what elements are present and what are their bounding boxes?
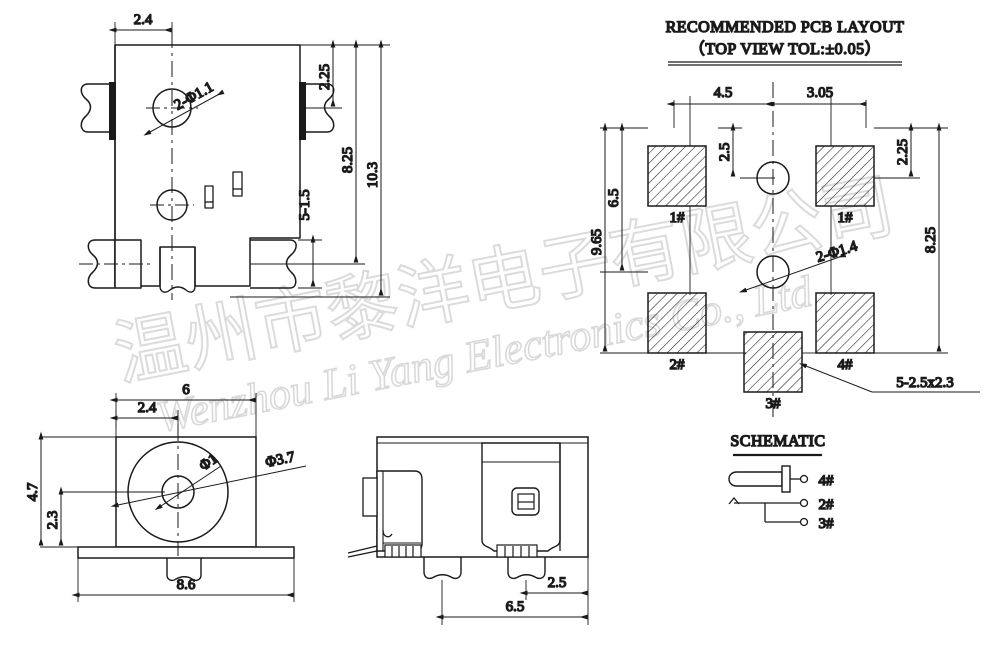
dim-pad-size: 5-2.5x2.3 <box>799 363 980 393</box>
dim-label-s-6-5: 6.5 <box>506 599 525 615</box>
schematic-title: SCHEMATIC <box>730 433 825 450</box>
dim-f-phi3-7: Φ3.7 <box>110 448 307 508</box>
dim-3-05: 3.05 <box>766 84 867 146</box>
dim-label-pad-size: 5-2.5x2.3 <box>896 375 954 391</box>
pad-1-left <box>647 145 707 207</box>
side-view: 6.5 2.5 <box>347 436 589 625</box>
dim-label-s-2-5: 2.5 <box>548 575 567 591</box>
pad-label-4: 4# <box>838 357 854 373</box>
dim-label-5-1-5: 5-1.5 <box>297 189 313 220</box>
pcb-title-line2: （TOP VIEW TOL:±0.05） <box>689 40 881 58</box>
pad-4 <box>815 292 875 354</box>
dim-label-p-8-25: 8.25 <box>923 227 939 253</box>
dim-label-2-5: 2.5 <box>717 143 733 162</box>
dim-label-p-2-25: 2.25 <box>895 139 911 165</box>
dim-label-p-6-5: 6.5 <box>606 189 622 208</box>
dim-2-5: 2.5 <box>716 122 775 179</box>
dim-label-3-05: 3.05 <box>807 85 833 101</box>
pad-label-1-right: 1# <box>838 210 854 226</box>
dim-s-2-5: 2.5 <box>519 574 588 600</box>
dim-label-2-4: 2.4 <box>134 12 153 28</box>
dim-4-5: 4.5 <box>666 84 773 146</box>
schematic-terminal-3: 3# <box>819 516 835 532</box>
pad-label-1-left: 1# <box>670 210 686 226</box>
pad-label-2: 2# <box>670 357 686 373</box>
dim-5-1-5: 5-1.5 <box>296 189 322 289</box>
dim-s-6-5: 6.5 <box>435 557 589 625</box>
dim-f-2-4: 2.4 <box>109 399 179 428</box>
schematic-terminal-2: 2# <box>819 497 835 513</box>
dim-label-f-phi3-7: Φ3.7 <box>264 449 297 471</box>
dim-f-4-7: 4.7 <box>24 431 116 548</box>
schematic-terminal-4: 4# <box>819 473 835 489</box>
dim-p-2-25: 2.25 <box>874 122 920 179</box>
pcb-pads <box>647 145 875 393</box>
dim-label-8-25: 8.25 <box>340 147 356 173</box>
dim-label-f-2-3: 2.3 <box>45 511 61 530</box>
dim-label-4-5: 4.5 <box>714 85 733 101</box>
schematic-view: SCHEMATIC 4# 2# 3# <box>728 432 835 533</box>
dim-10-3: 10.3 <box>230 39 390 298</box>
pad-2 <box>647 292 707 354</box>
dim-label-p-9-65: 9.65 <box>589 229 605 255</box>
dim-label-f-6: 6 <box>182 382 190 398</box>
pcb-title-line1: RECOMMENDED PCB LAYOUT <box>666 19 905 36</box>
pad-1-right <box>815 145 875 207</box>
dim-label-f-2-4: 2.4 <box>138 400 157 416</box>
dim-label-2-25: 2.25 <box>317 64 333 90</box>
dim-f-2-3: 2.3 <box>44 486 165 548</box>
dim-p-9-65: 9.65 <box>588 122 648 354</box>
front-view: 6 2.4 8.6 4.7 2.3 <box>24 381 307 602</box>
dim-p-8-25: 8.25 <box>874 122 948 354</box>
dim-label-f-4-7: 4.7 <box>25 482 41 501</box>
dim-2-4: 2.4 <box>108 11 173 45</box>
dim-p-6-5: 6.5 <box>600 122 648 273</box>
dim-f-8-6: 8.6 <box>71 558 295 602</box>
dim-label-10-3: 10.3 <box>365 162 381 188</box>
pcb-layout-view: RECOMMENDED PCB LAYOUT （TOP VIEW TOL:±0.… <box>588 18 980 418</box>
dim-label-f-8-6: 8.6 <box>177 577 196 593</box>
